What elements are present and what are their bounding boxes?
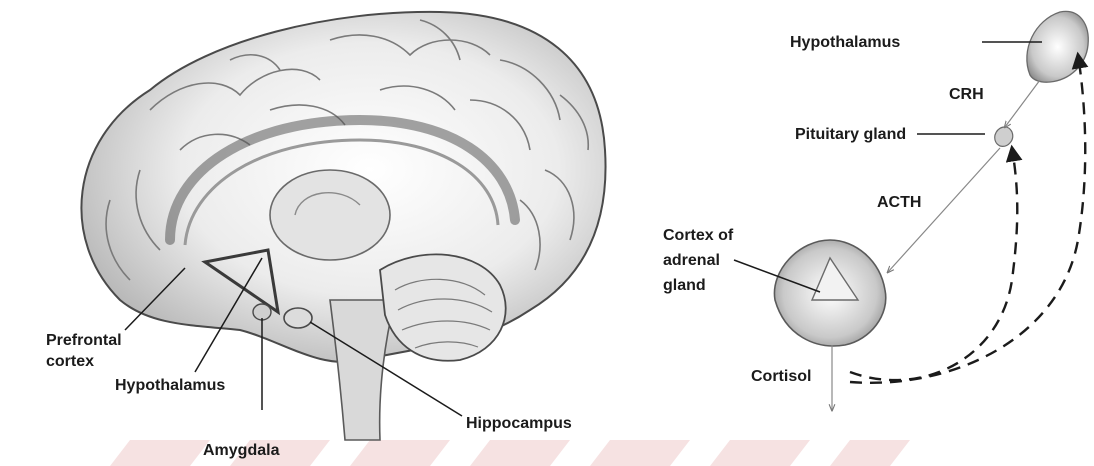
amygdala-region [253, 304, 271, 320]
label-amygdala: Amygdala [203, 442, 280, 459]
label-crh: CRH [949, 86, 984, 103]
brainstem [330, 300, 395, 440]
label-hippocampus: Hippocampus [466, 415, 572, 432]
label-adrenal-3: gland [663, 277, 706, 294]
label-adrenal-2: adrenal [663, 252, 720, 269]
label-adrenal-1: Cortex of [663, 227, 734, 244]
label-prefrontal-1: Prefrontal [46, 332, 122, 349]
hpa-pituitary-shape [995, 127, 1013, 146]
label-hpa-hypothalamus: Hypothalamus [790, 34, 900, 51]
hippocampus-region [284, 308, 312, 328]
label-prefrontal-2: cortex [46, 353, 94, 370]
label-pituitary: Pituitary gland [795, 126, 906, 143]
brain-illustration [81, 12, 605, 440]
label-cortisol: Cortisol [751, 368, 811, 385]
feedback-to-hypothalamus [850, 55, 1085, 383]
hpa-hypothalamus-shape [1027, 11, 1088, 82]
crh-arrow [1005, 80, 1040, 127]
thalamus [270, 170, 390, 260]
label-brain-hypothalamus: Hypothalamus [115, 377, 225, 394]
label-acth: ACTH [877, 194, 921, 211]
